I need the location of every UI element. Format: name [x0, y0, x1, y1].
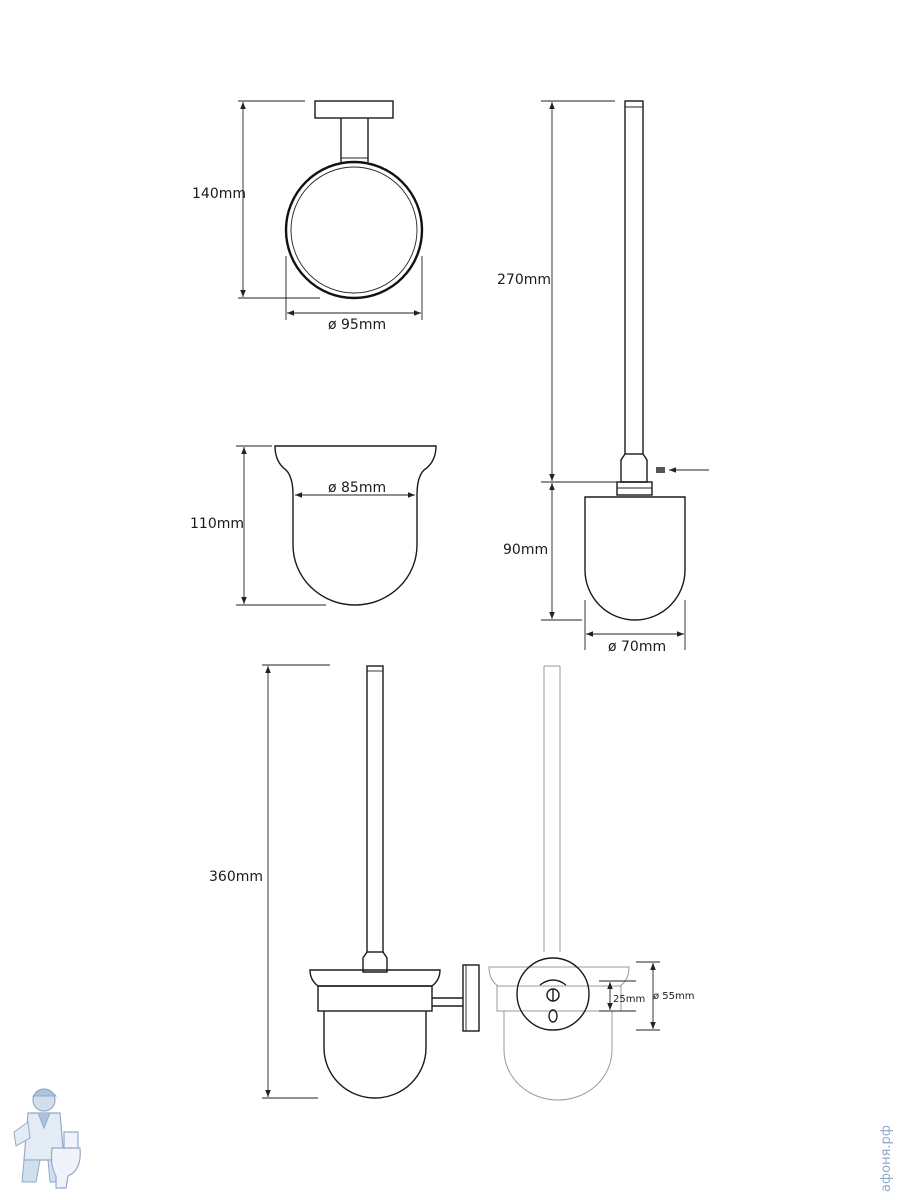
cup-diameter-label: ø 85mm — [328, 480, 386, 496]
assembled-handle — [366, 665, 384, 953]
screw-icon — [656, 467, 665, 473]
ring-holder-view: 140mm ø 95mm — [192, 100, 424, 333]
mount-25-label: 25mm — [613, 994, 645, 1005]
brush-handle — [624, 100, 644, 455]
brush-view: 270mm 90mm ø 70mm — [497, 100, 709, 655]
total-height-label: 360mm — [209, 869, 263, 885]
holder-ring — [284, 160, 424, 300]
wall-mount — [462, 964, 480, 1032]
glass-cup-view: 110mm ø 85mm — [190, 445, 437, 606]
holder-diameter-label: ø 95mm — [328, 317, 386, 333]
mount-rosette — [516, 957, 590, 1031]
wall-plate — [314, 100, 394, 119]
brush-head — [584, 496, 686, 621]
brush-head-label: 90mm — [503, 542, 548, 558]
brush-diameter-label: ø 70mm — [608, 639, 666, 655]
mount-55-label: ø 55mm — [653, 991, 695, 1002]
assembled-front-view: 25mm ø 55mm — [488, 665, 695, 1101]
brush-handle-label: 270mm — [497, 272, 551, 288]
cup-height-label: 110mm — [190, 516, 244, 532]
cup-outline — [274, 445, 437, 606]
holder-height-label: 140mm — [192, 186, 246, 202]
assembled-side-view: 360mm — [209, 664, 480, 1099]
plumber-logo-icon — [13, 1088, 81, 1189]
watermark-text: афоня.рф — [879, 1125, 894, 1192]
